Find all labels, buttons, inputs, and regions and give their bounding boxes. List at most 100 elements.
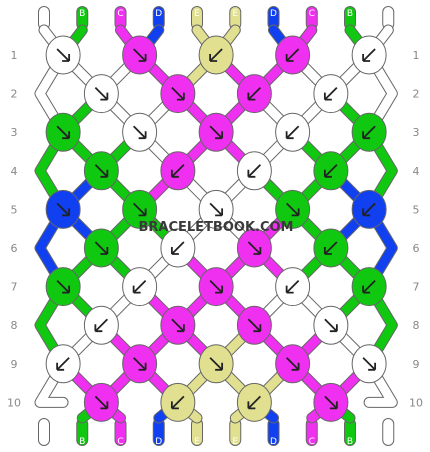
knot: [313, 382, 349, 422]
row-label-left: 8: [11, 319, 18, 332]
row-label-right: 5: [413, 203, 420, 216]
arrow-down-left-icon: [362, 125, 376, 140]
arrow-down-left-icon: [323, 241, 338, 255]
knot: [275, 344, 311, 384]
knot: [45, 189, 81, 229]
knot: [275, 112, 311, 152]
knot: [313, 74, 349, 114]
knot: [198, 112, 234, 152]
arrow-down-left-icon: [247, 86, 262, 101]
arrow-down-right-icon: [171, 318, 185, 333]
knot: [45, 35, 81, 75]
knot: [351, 267, 387, 307]
knot-layer: [45, 35, 387, 422]
thread-bottom-label: C: [309, 437, 315, 447]
row-label-left: 4: [11, 165, 18, 178]
knot: [83, 382, 119, 422]
knot: [198, 267, 234, 307]
arrow-down-left-icon: [362, 48, 376, 62]
arrow-down-left-icon: [170, 241, 185, 255]
knot: [83, 151, 119, 191]
row-label-left: 9: [11, 358, 18, 371]
row-label-right: 8: [413, 319, 420, 332]
arrow-down-left-icon: [94, 318, 109, 333]
row-label-left: 7: [11, 281, 18, 294]
arrow-down-right-icon: [285, 357, 300, 371]
arrow-down-left-icon: [323, 164, 338, 178]
knot: [351, 112, 387, 152]
knot: [275, 267, 311, 307]
row-label-right: 1: [413, 49, 420, 62]
knot: [160, 305, 196, 345]
thread-bottom-label: E: [194, 437, 200, 447]
arrow-down-left-icon: [362, 202, 376, 217]
row-label-right: 10: [409, 396, 423, 409]
row-label-left: 10: [7, 396, 21, 409]
knot: [198, 35, 234, 75]
arrow-down-right-icon: [132, 48, 147, 62]
arrow-down-left-icon: [56, 357, 70, 371]
thread-top-label: D: [155, 9, 162, 19]
arrow-down-left-icon: [285, 48, 300, 62]
arrow-down-right-icon: [132, 125, 147, 140]
knot: [236, 74, 272, 114]
arrow-down-right-icon: [94, 395, 109, 410]
row-label-left: 1: [11, 49, 18, 62]
arrow-down-right-icon: [94, 86, 109, 101]
thread-top-label: C: [117, 9, 123, 19]
knot: [160, 228, 196, 268]
arrow-down-right-icon: [285, 202, 300, 217]
knot: [236, 228, 272, 268]
knot: [83, 74, 119, 114]
knot: [236, 151, 272, 191]
arrow-down-right-icon: [362, 357, 377, 371]
thread-bottom-label: D: [270, 437, 277, 447]
thread-bottom-label: A: [41, 437, 48, 447]
knot: [198, 344, 234, 384]
arrow-down-right-icon: [247, 318, 262, 333]
knot: [351, 189, 387, 229]
knot: [122, 267, 158, 307]
arrow-down-right-icon: [209, 279, 224, 294]
knot: [45, 344, 81, 384]
thread-top-label: D: [270, 9, 277, 19]
arrow-down-right-icon: [56, 48, 71, 62]
row-label-left: 5: [11, 203, 18, 216]
knot: [160, 382, 196, 422]
row-label-right: 6: [413, 242, 420, 255]
arrow-down-left-icon: [362, 279, 376, 294]
knot: [45, 112, 81, 152]
arrow-down-right-icon: [209, 357, 224, 371]
thread-top-label: E: [232, 9, 238, 19]
thread-bottom-label: D: [155, 437, 162, 447]
arrow-down-right-icon: [56, 202, 71, 217]
knot: [122, 189, 158, 229]
thread-top-label: C: [309, 9, 315, 19]
arrow-down-left-icon: [132, 279, 147, 294]
row-label-right: 2: [413, 88, 420, 101]
knot: [83, 228, 119, 268]
arrow-down-right-icon: [324, 395, 338, 410]
thread-bottom-label: B: [79, 437, 85, 447]
row-label-right: 3: [413, 126, 420, 139]
arrow-down-left-icon: [247, 395, 262, 410]
knot: [351, 35, 387, 75]
thread-bottom-label: A: [385, 437, 392, 447]
arrow-down-right-icon: [94, 164, 109, 178]
arrow-down-right-icon: [94, 241, 109, 255]
arrow-down-right-icon: [209, 202, 224, 217]
thread-bottom-label: E: [232, 437, 238, 447]
arrow-down-left-icon: [285, 279, 300, 294]
thread-top-label: B: [347, 9, 353, 19]
row-label-right: 7: [413, 281, 420, 294]
arrow-down-left-icon: [247, 164, 262, 178]
knot: [236, 382, 272, 422]
watermark-text: BRACELETBOOK.COM: [139, 220, 294, 235]
thread-bottom-label: B: [347, 437, 353, 447]
arrow-down-left-icon: [170, 395, 185, 410]
knot: [275, 35, 311, 75]
row-label-left: 6: [11, 242, 18, 255]
knot: [313, 151, 349, 191]
